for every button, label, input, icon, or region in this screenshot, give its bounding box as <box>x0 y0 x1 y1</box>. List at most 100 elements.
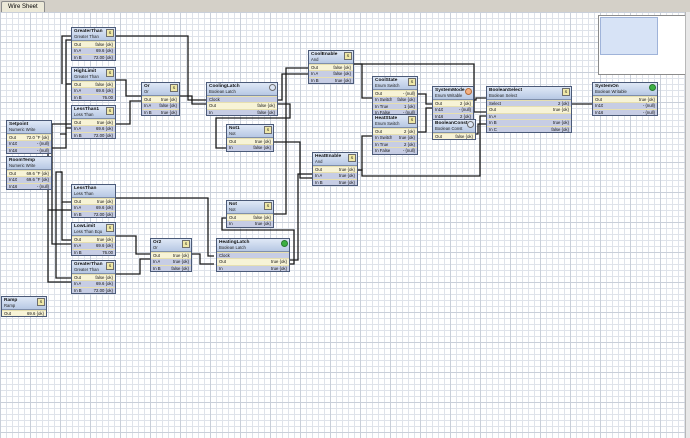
component-s-icon: S <box>106 224 114 232</box>
slot-row[interactable]: In False- {null} <box>373 147 417 154</box>
component-s-icon: S <box>106 107 114 115</box>
status-idle-icon <box>269 84 276 91</box>
slot-row[interactable]: In10- {null} <box>593 102 657 109</box>
slot-row[interactable]: In16- {null} <box>7 182 51 190</box>
slot-row[interactable]: In16- {null} <box>593 108 657 116</box>
slot-row[interactable]: In A <box>487 112 571 120</box>
component-s-icon: S <box>170 84 178 92</box>
overview-minimap[interactable] <box>598 15 688 75</box>
slot-row[interactable]: In16- {null} <box>7 146 51 154</box>
minimap-viewport[interactable] <box>600 17 658 55</box>
component-s-icon: S <box>408 116 416 124</box>
component-s-icon: S <box>562 88 570 96</box>
tab-wire-sheet[interactable]: Wire Sheet <box>1 1 45 12</box>
slot-row[interactable]: Clock <box>207 96 277 103</box>
vertical-scrollbar[interactable] <box>685 12 690 438</box>
component-s-icon: S <box>37 298 45 306</box>
slot-row[interactable]: In10- {null} <box>7 140 51 147</box>
